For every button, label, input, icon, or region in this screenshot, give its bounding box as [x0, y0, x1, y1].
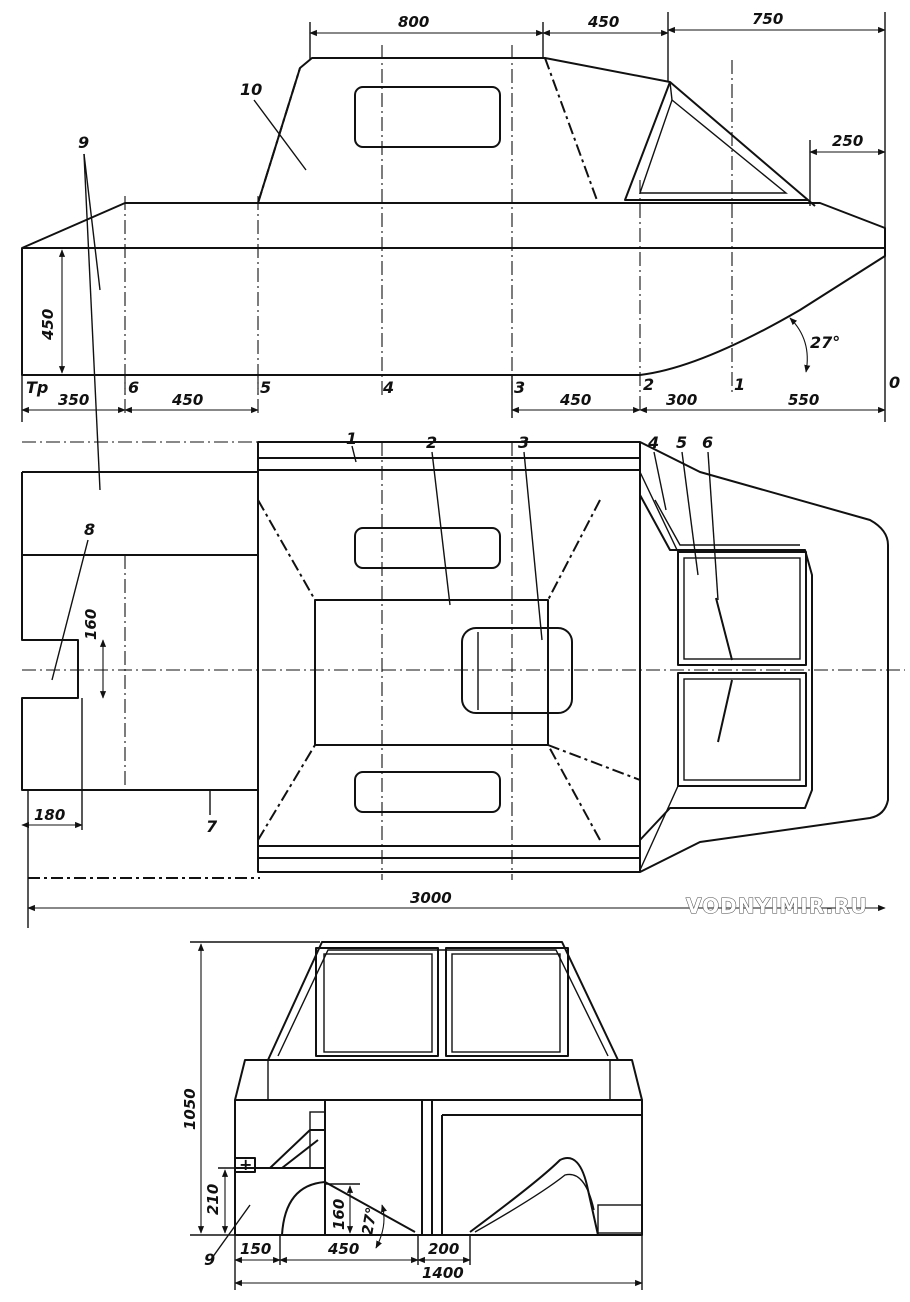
- dim-3000: 3000: [410, 889, 452, 907]
- dim-160-plan: 160: [82, 609, 100, 640]
- front-view: + 1050 210 160 27° 150 450 200 14: [181, 941, 643, 1290]
- battery-mark: +: [239, 1155, 252, 1174]
- callout-7: 7: [206, 817, 218, 836]
- callout-2: 2: [426, 433, 437, 452]
- callout-4: 4: [647, 433, 659, 452]
- callout-5: 5: [676, 433, 687, 452]
- dim-550: 550: [788, 391, 819, 409]
- dim-250: 250: [832, 132, 863, 150]
- plan-view: 160 180 3000 1 2 3 4 5 6 7 8: [21, 429, 905, 928]
- dim-450-height: 450: [39, 309, 57, 341]
- station-4: 4: [382, 378, 394, 397]
- dim-800: 800: [398, 13, 429, 31]
- dim-450-c: 450: [559, 391, 591, 409]
- station-2: 2: [643, 375, 654, 394]
- dim-150: 150: [240, 1240, 271, 1258]
- callout-1: 1: [346, 429, 357, 448]
- dim-200: 200: [428, 1240, 459, 1258]
- callout-10: 10: [240, 80, 262, 99]
- side-view: 800 450 750 250 450 350 450 450 300 550 …: [21, 10, 900, 491]
- dim-750: 750: [752, 10, 783, 28]
- dim-160-front: 160: [330, 1199, 348, 1230]
- dim-210: 210: [204, 1184, 222, 1215]
- angle-27-side: 27°: [810, 333, 840, 352]
- dim-450-b: 450: [171, 391, 203, 409]
- station-6: 6: [128, 378, 139, 397]
- callout-6: 6: [702, 433, 713, 452]
- station-5: 5: [260, 378, 271, 397]
- angle-27-front: 27°: [358, 1206, 381, 1237]
- dim-450-top: 450: [587, 13, 619, 31]
- dim-1400: 1400: [422, 1264, 464, 1282]
- callout-9-front: 9: [204, 1250, 215, 1269]
- callout-8: 8: [84, 520, 95, 539]
- station-tr: Тр: [26, 378, 48, 397]
- station-3: 3: [514, 378, 525, 397]
- dim-300: 300: [666, 391, 697, 409]
- dim-1050: 1050: [181, 1088, 199, 1130]
- callout-9-side: 9: [78, 133, 89, 152]
- station-1: 1: [734, 375, 745, 394]
- dim-350: 350: [58, 391, 89, 409]
- dim-180: 180: [34, 806, 65, 824]
- watermark: VODNYIMIR.RU: [686, 894, 868, 918]
- dim-450-front: 450: [327, 1240, 359, 1258]
- station-0: 0: [889, 373, 900, 392]
- callout-3: 3: [518, 433, 529, 452]
